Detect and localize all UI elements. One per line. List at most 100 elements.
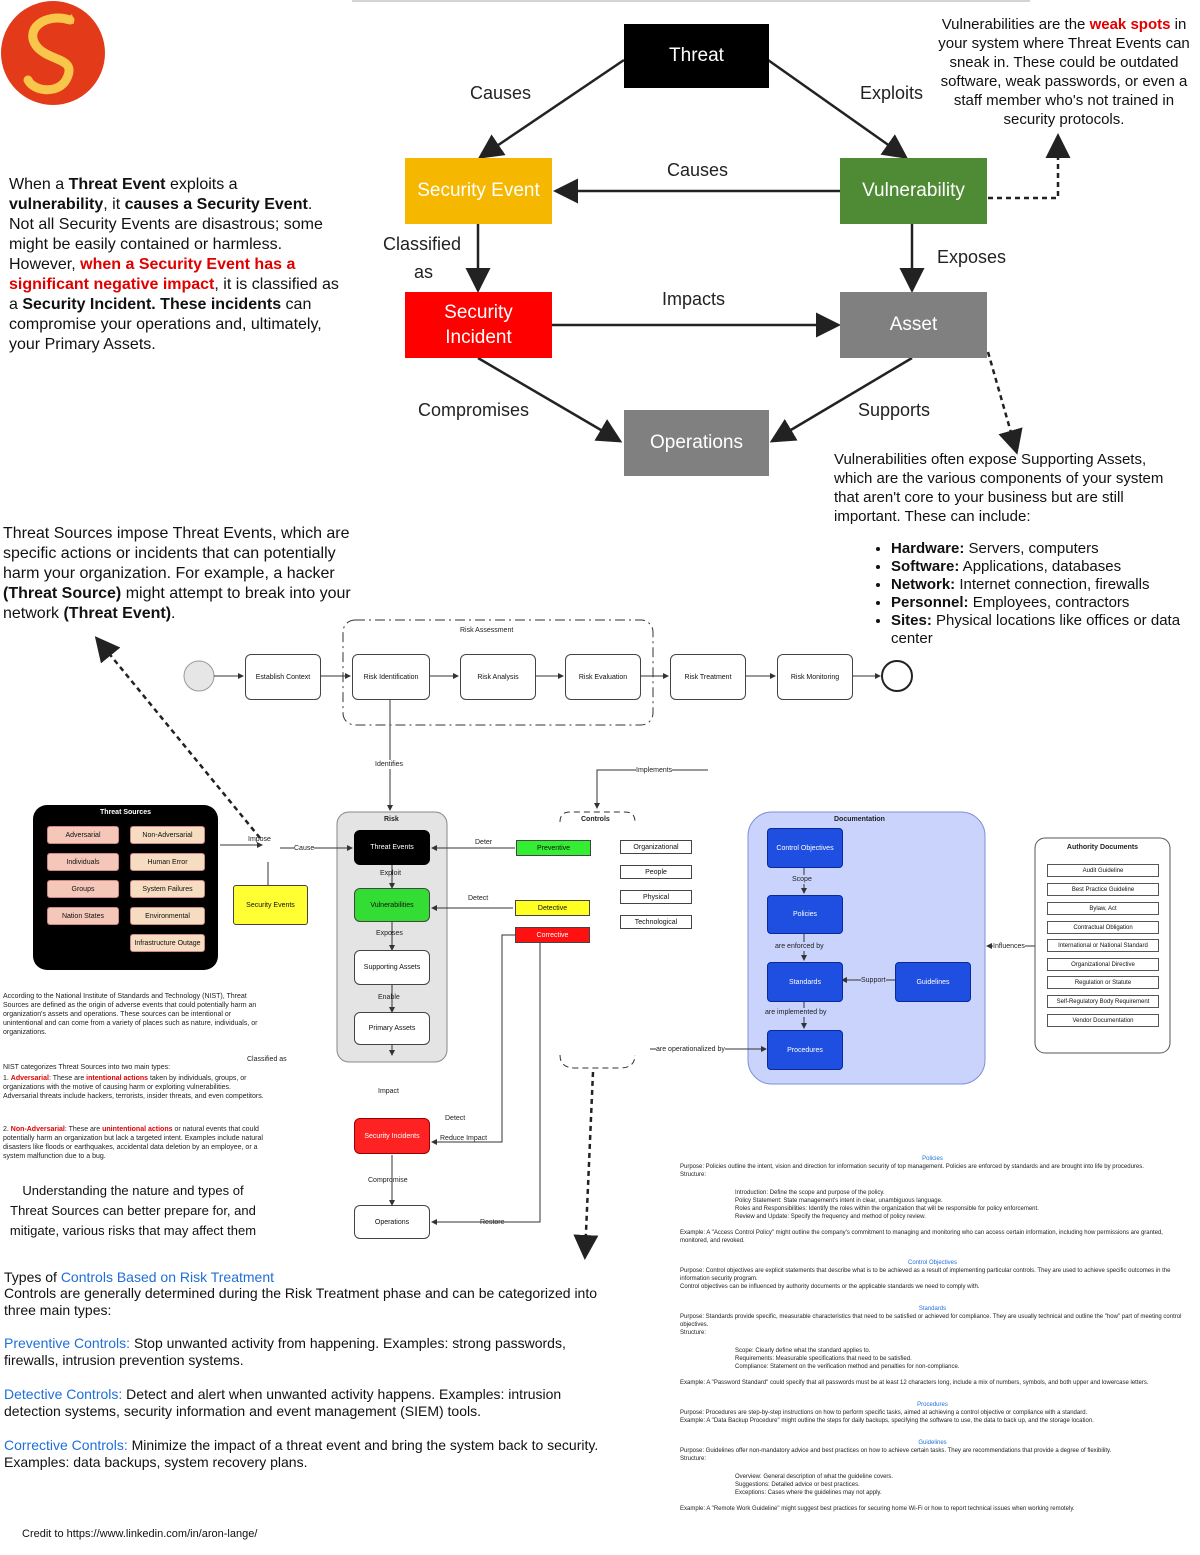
control-type-organizational: Organizational bbox=[620, 840, 692, 854]
restore-label: Restore bbox=[480, 1219, 505, 1226]
security-event-note: When a Threat Event exploits a vulnerabi… bbox=[9, 176, 339, 353]
authority-item: Organizational Directive bbox=[1047, 958, 1159, 971]
enforced-by-label: are enforced by bbox=[775, 942, 824, 951]
step-risk-analysis: Risk Analysis bbox=[460, 654, 536, 700]
documentation-title: Documentation bbox=[834, 816, 885, 823]
risk-supporting-assets: Supporting Assets bbox=[354, 950, 430, 985]
exposes-label: Exposes bbox=[376, 930, 403, 937]
edge-label-causes-mid: Causes bbox=[667, 160, 729, 180]
vulnerability-node: Vulnerability bbox=[840, 158, 987, 224]
asset-item-software: Software: Applications, databases bbox=[891, 558, 1200, 576]
threat-sources-title: Threat Sources bbox=[100, 809, 151, 816]
influences-label: Influences bbox=[993, 942, 1025, 951]
security-incident-node: Security Incident bbox=[405, 292, 552, 358]
impact-label: Impact bbox=[378, 1088, 400, 1095]
dragon-s-icon bbox=[1, 1, 105, 105]
nist-categories: NIST categorizes Threat Sources into two… bbox=[3, 1064, 171, 1071]
corrective-control: Corrective bbox=[515, 927, 590, 943]
controls-title: Controls bbox=[581, 816, 610, 823]
nist-summary: Understanding the nature and types of Th… bbox=[9, 1183, 257, 1238]
authority-item: Self-Regulatory Body Requirement bbox=[1047, 995, 1159, 1008]
source-non-adversarial: Non-Adversarial bbox=[130, 826, 205, 844]
security-incident-line1: Security bbox=[444, 302, 513, 323]
supporting-assets-list: Hardware: Servers, computers Software: A… bbox=[873, 540, 1200, 648]
operations-node: Operations bbox=[624, 410, 769, 476]
operations-box: Operations bbox=[354, 1205, 430, 1239]
def-procedures: Procedures Purpose: Procedures are step-… bbox=[680, 1402, 1094, 1424]
detect-label-left: Detect bbox=[468, 895, 489, 902]
supporting-assets-note: Vulnerabilities often expose Supporting … bbox=[834, 451, 1164, 525]
security-event-node: Security Event bbox=[405, 158, 552, 224]
control-type-technological: Technological bbox=[620, 915, 692, 929]
step-risk-treatment: Risk Treatment bbox=[670, 654, 746, 700]
def-standards: Standards Purpose: Standards provide spe… bbox=[680, 1306, 1182, 1386]
nist-definition: According to the National Institute of S… bbox=[3, 993, 258, 1036]
risk-vulnerabilities: Vulnerabilities bbox=[354, 888, 430, 922]
risk-threat-events: Threat Events bbox=[354, 830, 430, 865]
control-type-physical: Physical bbox=[620, 890, 692, 904]
risk-title: Risk bbox=[384, 816, 399, 823]
edge-label-exploits: Exploits bbox=[860, 83, 924, 103]
enable-label: Enable bbox=[378, 994, 400, 1001]
doc-control-objectives: Control Objectives bbox=[767, 828, 843, 868]
corrective-desc: Corrective Controls: Minimize the impact… bbox=[4, 1437, 599, 1470]
threat-node: Threat bbox=[624, 24, 769, 88]
preventive-control: Preventive bbox=[516, 840, 591, 856]
nist-non-adversarial: 2. Non-Adversarial: These are unintentio… bbox=[3, 1126, 263, 1160]
control-type-people: People bbox=[620, 865, 692, 879]
reduce-impact-label: Reduce Impact bbox=[440, 1135, 488, 1142]
step-risk-identification: Risk Identification bbox=[352, 654, 430, 700]
vulnerability-note: Vulnerabilities are the weak spots in yo… bbox=[938, 16, 1190, 128]
classified-as-label: Classified as bbox=[247, 1056, 287, 1063]
edge-label-compromises: Compromises bbox=[418, 400, 530, 420]
authority-item: Vendor Documentation bbox=[1047, 1014, 1159, 1027]
credit-link[interactable]: Credit to https://www.linkedin.com/in/ar… bbox=[22, 1528, 258, 1540]
support-label: Support bbox=[861, 976, 886, 985]
step-establish-context: Establish Context bbox=[245, 654, 321, 700]
def-policies: Policies Purpose: Policies outline the i… bbox=[680, 1156, 1163, 1244]
preventive-desc: Preventive Controls: Stop unwanted activ… bbox=[4, 1335, 566, 1368]
security-incident-line2: Incident bbox=[445, 327, 512, 348]
source-individuals: Individuals bbox=[47, 853, 119, 871]
implemented-by-label: are implemented by bbox=[765, 1008, 827, 1017]
detective-desc: Detective Controls: Detect and alert whe… bbox=[4, 1386, 562, 1419]
source-environmental: Environmental bbox=[130, 907, 205, 925]
source-human-error: Human Error bbox=[130, 853, 205, 871]
def-guidelines: Guidelines Purpose: Guidelines offer non… bbox=[680, 1440, 1112, 1512]
edge-label-exposes: Exposes bbox=[937, 247, 1007, 267]
authority-item: Regulation or Statute bbox=[1047, 976, 1159, 989]
edge-label-supports: Supports bbox=[858, 400, 931, 420]
cause-label: Cause bbox=[294, 844, 315, 853]
risk-assessment-label: Risk Assessment bbox=[460, 627, 514, 634]
security-incidents-box: Security Incidents bbox=[354, 1118, 430, 1154]
threat-source-note: Threat Sources impose Threat Events, whi… bbox=[3, 525, 351, 622]
authority-item: Best Practice Guideline bbox=[1047, 883, 1159, 896]
edge-label-classified: Classified bbox=[383, 234, 462, 254]
source-groups: Groups bbox=[47, 880, 119, 898]
doc-procedures: Procedures bbox=[767, 1030, 843, 1070]
authority-item: International or National Standard bbox=[1047, 939, 1159, 952]
controls-heading: Types of Controls Based on Risk Treatmen… bbox=[4, 1269, 275, 1285]
doc-standards: Standards bbox=[767, 962, 843, 1002]
authority-item: Bylaw, Act bbox=[1047, 902, 1159, 915]
asset-node: Asset bbox=[840, 292, 987, 358]
authority-item: Audit Guideline bbox=[1047, 864, 1159, 877]
security-events-box: Security Events bbox=[233, 885, 308, 925]
asset-item-hardware: Hardware: Servers, computers bbox=[891, 540, 1200, 558]
identifies-label: Identifies bbox=[375, 760, 404, 769]
edge-label-causes-left: Causes bbox=[470, 83, 532, 103]
asset-item-personnel: Personnel: Employees, contractors bbox=[891, 594, 1200, 612]
doc-guidelines: Guidelines bbox=[895, 962, 971, 1002]
asset-item-sites: Sites: Physical locations like offices o… bbox=[891, 612, 1200, 648]
edge-label-as: as bbox=[414, 262, 434, 282]
edge-label-impacts: Impacts bbox=[662, 289, 726, 309]
doc-policies: Policies bbox=[767, 895, 843, 934]
exploit-label: Exploit bbox=[380, 870, 402, 877]
asset-item-network: Network: Internet connection, firewalls bbox=[891, 576, 1200, 594]
compromise-label: Compromise bbox=[368, 1177, 408, 1184]
def-control-objectives: Control Objectives Purpose: Control obje… bbox=[680, 1260, 1171, 1290]
step-risk-monitoring: Risk Monitoring bbox=[777, 654, 853, 700]
controls-intro: Controls are generally determined during… bbox=[4, 1285, 598, 1318]
nist-adversarial: 1. Adversarial: These are intentional ac… bbox=[3, 1075, 264, 1100]
detective-control: Detective bbox=[515, 900, 590, 916]
